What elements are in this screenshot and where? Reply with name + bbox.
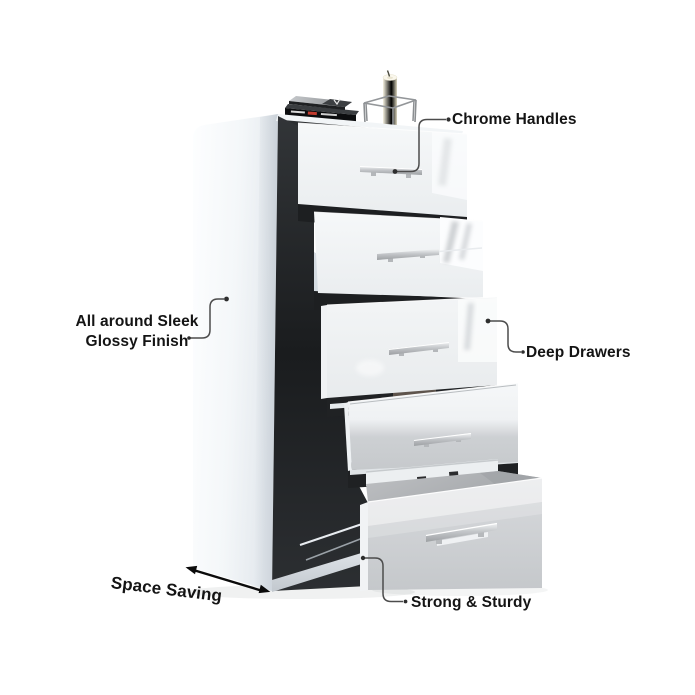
glossy-finish-leader-line [190, 298, 224, 339]
chrome-handles-leader-line [395, 118, 446, 173]
drawer-2-handle [377, 247, 483, 262]
drawer-4-handle [413, 433, 472, 447]
cabinet-side-panel [193, 114, 278, 591]
candle-wick [386, 70, 391, 77]
candle-holder [363, 70, 417, 128]
drawer-3-handle [388, 342, 450, 356]
glossy-finish-label: All around Sleek Glossy Finish [57, 312, 217, 351]
chrome-handles-label: Chrome Handles [452, 111, 577, 128]
drawer-1-handle [359, 166, 423, 178]
deep-drawers-label: Deep Drawers [526, 344, 631, 361]
drawer-4 [344, 382, 519, 471]
books-stack [285, 96, 359, 123]
deep-drawers-leader-line [489, 320, 521, 353]
drawer-3 [321, 296, 498, 399]
glossy-finish-label-line1: All around Sleek [75, 313, 199, 330]
drawer-5-handle [425, 522, 498, 546]
space-saving-arrow [185, 565, 271, 594]
strong-sturdy-leader-line [364, 557, 403, 603]
drawer-5 [360, 477, 543, 591]
leader-lines [190, 118, 521, 603]
drawer-1 [297, 122, 468, 217]
drawer-2 [313, 211, 484, 298]
glossy-finish-label-line2: Glossy Finish [85, 332, 189, 350]
strong-sturdy-label: Strong & Sturdy [411, 594, 532, 611]
drawer-5-interior [365, 459, 542, 502]
cabinet-bottom-rail [272, 551, 368, 592]
leader-dots [187, 117, 525, 604]
